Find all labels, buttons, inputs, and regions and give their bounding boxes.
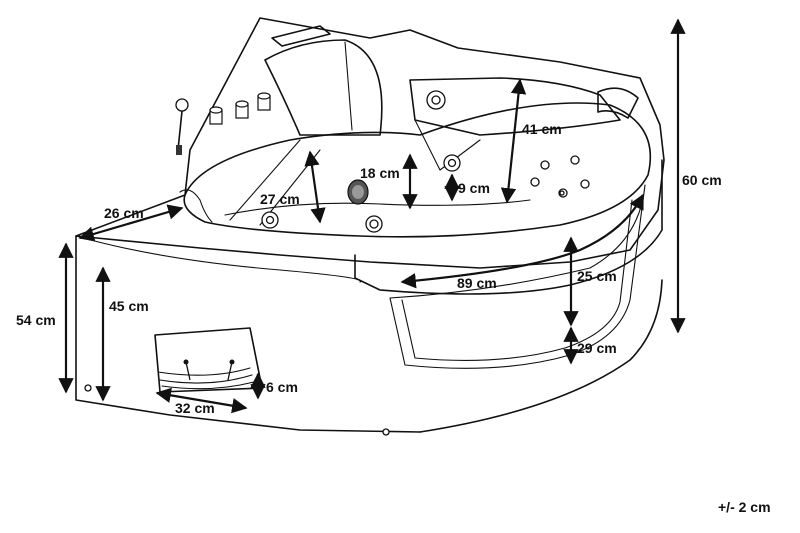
label-panel-upper: 25 cm bbox=[577, 268, 617, 284]
label-total-height: 60 cm bbox=[682, 172, 722, 188]
faucet-handles bbox=[209, 92, 271, 125]
label-rim-left: 26 cm bbox=[104, 205, 144, 221]
backrest-groove bbox=[344, 41, 353, 131]
dimension-labels: 26 cm 27 cm 18 cm 9 cm 41 cm 89 cm 25 cm… bbox=[16, 121, 771, 515]
outer-rim bbox=[75, 17, 665, 269]
tub-basin bbox=[179, 25, 652, 238]
jets bbox=[84, 90, 590, 436]
dim-back-height bbox=[500, 78, 527, 204]
jet bbox=[559, 190, 565, 196]
tolerance-note: +/- 2 cm bbox=[718, 499, 771, 515]
jet bbox=[369, 219, 379, 229]
label-depth-center: 18 cm bbox=[360, 165, 400, 181]
jet bbox=[580, 179, 590, 189]
front-panel-bottom bbox=[419, 279, 663, 433]
control-box bbox=[271, 25, 331, 47]
towel-shelf bbox=[154, 327, 263, 393]
label-depth-left: 27 cm bbox=[260, 191, 300, 207]
jet bbox=[447, 158, 457, 168]
backrest bbox=[264, 39, 383, 136]
hand-shower-icon bbox=[175, 98, 189, 155]
jet bbox=[530, 177, 540, 187]
tub-outline bbox=[75, 17, 665, 433]
dim-depth-left bbox=[304, 150, 326, 224]
pillow bbox=[597, 87, 639, 119]
screw bbox=[382, 428, 390, 436]
basin-rim bbox=[183, 102, 652, 238]
front-window-inner bbox=[401, 199, 633, 362]
jet bbox=[265, 215, 275, 225]
dim-shelf-width bbox=[155, 387, 248, 414]
label-panel-lower: 29 cm bbox=[577, 340, 617, 356]
label-shelf-height: 6 cm bbox=[266, 379, 298, 395]
label-seat-step: 9 cm bbox=[458, 180, 490, 196]
label-back-height: 41 cm bbox=[522, 121, 562, 137]
left-apron bbox=[75, 235, 421, 433]
label-side-height: 54 cm bbox=[16, 312, 56, 328]
grip-left bbox=[179, 189, 213, 223]
label-side-inner-height: 45 cm bbox=[109, 298, 149, 314]
seat-edge bbox=[414, 119, 481, 171]
jet bbox=[570, 155, 580, 165]
dim-rim-left bbox=[78, 204, 184, 242]
jet bbox=[540, 160, 550, 170]
screw bbox=[84, 384, 92, 392]
apron-top-edge bbox=[75, 235, 362, 283]
jet bbox=[431, 95, 441, 105]
label-front-width: 89 cm bbox=[457, 275, 497, 291]
dimension-lines bbox=[58, 18, 686, 414]
label-shelf-width: 32 cm bbox=[175, 400, 215, 416]
drain-grill bbox=[347, 179, 369, 205]
